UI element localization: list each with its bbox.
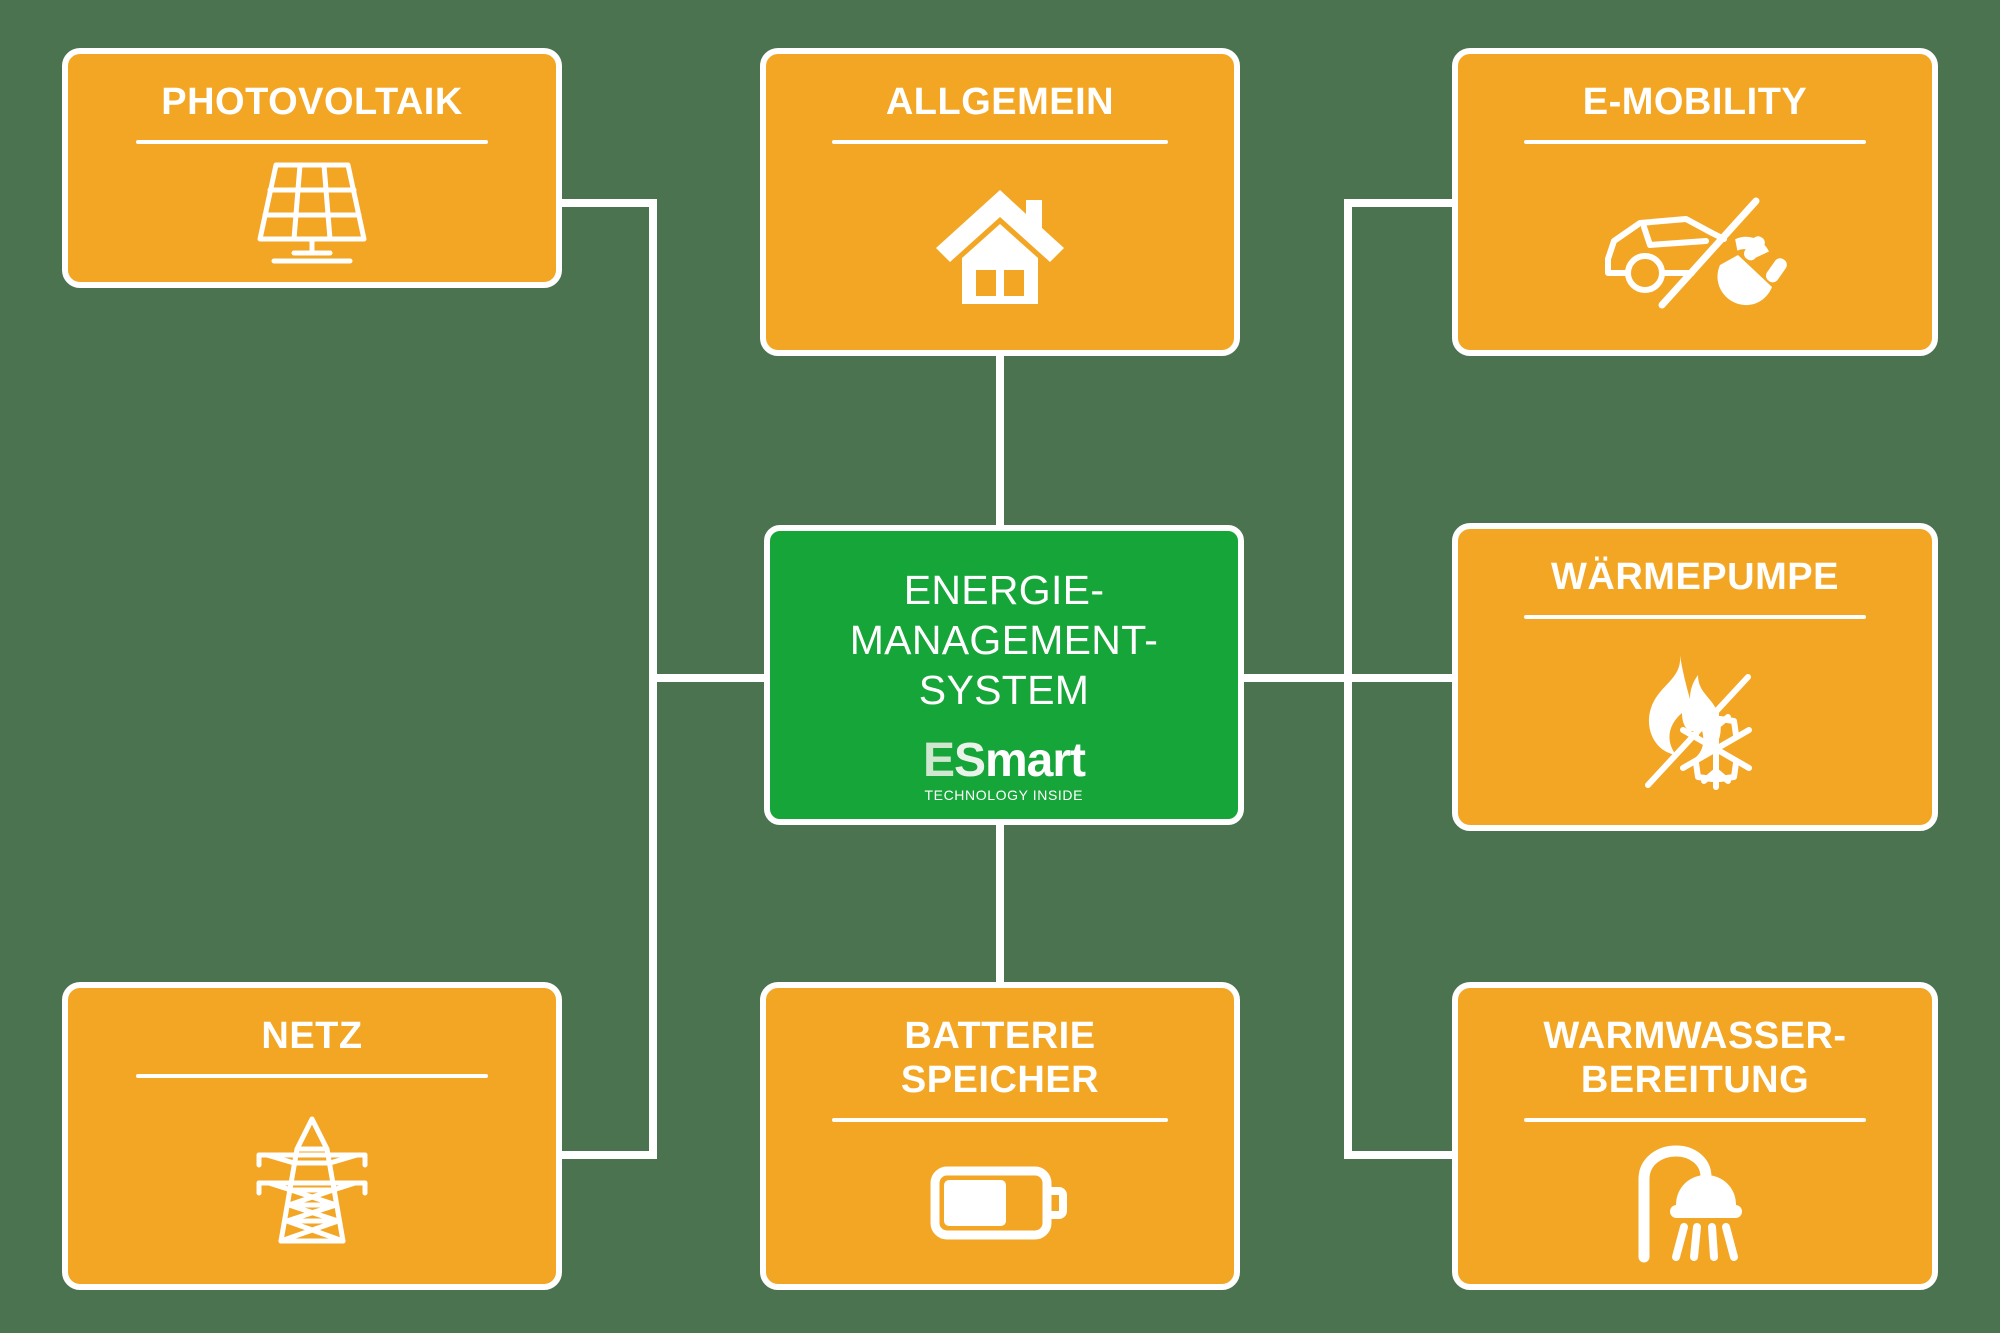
connector-allgemein-vertical: [996, 355, 1004, 533]
connector-ems-to-rightbus: [1240, 674, 1352, 682]
esmart-logo-e: E: [922, 734, 955, 788]
node-warmwasser-label: WARMWASSER- BEREITUNG: [1543, 1015, 1847, 1102]
title-divider: [831, 1118, 1169, 1123]
connector-netz-horizontal: [555, 1151, 657, 1159]
title-divider: [831, 140, 1169, 145]
electric-car-plug-icon: [1458, 144, 1932, 350]
title-divider: [136, 140, 488, 145]
connector-rightbus-to-emobility: [1344, 199, 1454, 207]
node-netz[interactable]: NETZ: [62, 982, 562, 1290]
node-emobility[interactable]: E-MOBILITY: [1452, 48, 1938, 356]
node-photovoltaik-label: PHOTOVOLTAIK: [161, 81, 463, 123]
node-waermepumpe-label: WÄRMEPUMPE: [1551, 556, 1839, 598]
node-batterie[interactable]: BATTERIE SPEICHER: [760, 982, 1240, 1290]
connector-rightbus-to-waermepumpe: [1344, 674, 1454, 682]
node-waermepumpe[interactable]: WÄRMEPUMPE: [1452, 523, 1938, 831]
title-divider: [1524, 140, 1866, 145]
node-batterie-label: BATTERIE SPEICHER: [900, 1015, 1100, 1102]
power-pylon-icon: [68, 1078, 556, 1284]
node-photovoltaik[interactable]: PHOTOVOLTAIK: [62, 48, 562, 288]
battery-icon: [766, 1122, 1234, 1284]
shower-icon: [1458, 1122, 1932, 1284]
ems-title: ENERGIE- MANAGEMENT- SYSTEM: [849, 567, 1159, 714]
node-allgemein[interactable]: ALLGEMEIN: [760, 48, 1240, 356]
connector-ems-to-batterie: [996, 824, 1004, 984]
esmart-logo-s: S: [953, 734, 986, 788]
solar-panel-icon: [68, 144, 556, 282]
node-netz-label: NETZ: [261, 1015, 363, 1057]
esmart-tagline: TECHNOLOGY INSIDE: [924, 787, 1084, 804]
title-divider: [136, 1074, 488, 1079]
title-divider: [1524, 615, 1866, 620]
connector-pv-horizontal: [555, 199, 657, 207]
title-divider: [1524, 1118, 1866, 1123]
node-allgemein-label: ALLGEMEIN: [885, 81, 1115, 123]
connector-rightbus-to-warmwasser: [1344, 1151, 1454, 1159]
node-emobility-label: E-MOBILITY: [1582, 81, 1808, 123]
esmart-logo-mart: mart: [984, 734, 1086, 788]
house-icon: [766, 144, 1234, 350]
flame-snowflake-icon: [1458, 619, 1932, 825]
node-warmwasser[interactable]: WARMWASSER- BEREITUNG: [1452, 982, 1938, 1290]
connector-leftbus-to-ems: [649, 674, 769, 682]
